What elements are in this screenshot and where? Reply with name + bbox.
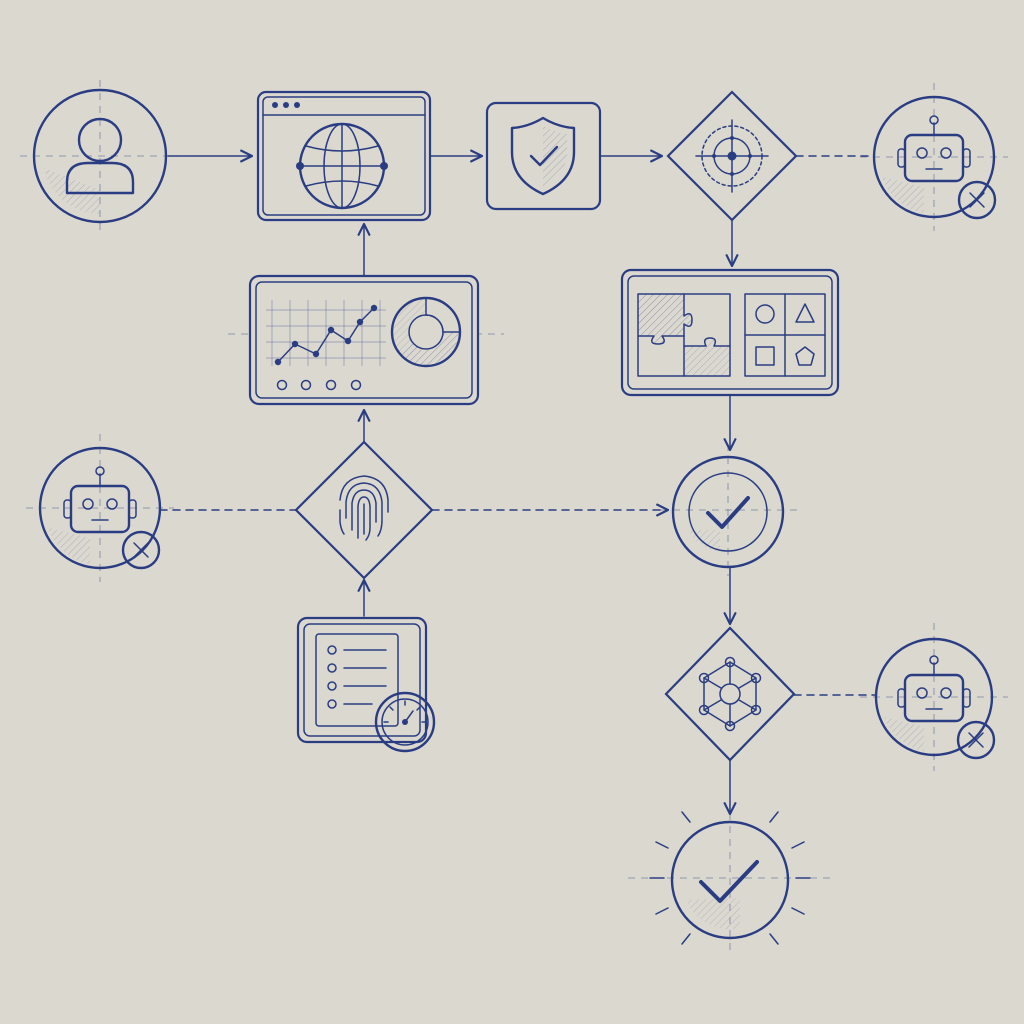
node-user	[20, 80, 180, 236]
node-verified-check	[660, 444, 800, 576]
robot-icon	[897, 115, 971, 183]
gauge-icon	[374, 691, 436, 753]
pagination-dots	[276, 379, 362, 391]
connector-lines	[159, 149, 877, 816]
puzzle-icon	[637, 293, 731, 377]
line-chart-icon	[266, 300, 386, 366]
donut-chart-icon	[390, 296, 462, 368]
checkmark-icon	[706, 496, 750, 529]
fingerprint-icon	[339, 475, 389, 541]
burst-rays	[649, 811, 811, 945]
node-fingerprint-decision	[294, 440, 434, 580]
network-icon	[698, 656, 762, 732]
checkmark-icon	[699, 860, 759, 903]
node-bot-blocked-bottom	[860, 623, 1008, 771]
node-web-browser	[256, 90, 432, 222]
checklist-icon	[315, 633, 399, 727]
blocked-x-icon	[957, 180, 997, 220]
node-bot-blocked-top	[860, 83, 1008, 231]
node-target-decision	[666, 90, 798, 222]
shield-check-icon	[510, 116, 576, 196]
crosshair-icon	[695, 119, 769, 193]
blocked-x-icon	[956, 720, 996, 760]
node-analytics-dashboard	[228, 274, 504, 406]
node-puzzle-captcha	[620, 268, 840, 397]
blocked-x-icon	[121, 530, 161, 570]
node-security-shield	[485, 101, 602, 211]
robot-icon	[63, 466, 137, 534]
node-final-approved	[628, 800, 832, 956]
globe-icon	[296, 122, 388, 210]
node-network-decision	[664, 626, 796, 762]
user-icon	[65, 117, 135, 195]
node-checklist-timer	[296, 616, 436, 753]
robot-icon	[897, 655, 971, 723]
shapes-grid-icon	[744, 293, 826, 377]
node-bot-blocked-middle	[26, 434, 174, 582]
